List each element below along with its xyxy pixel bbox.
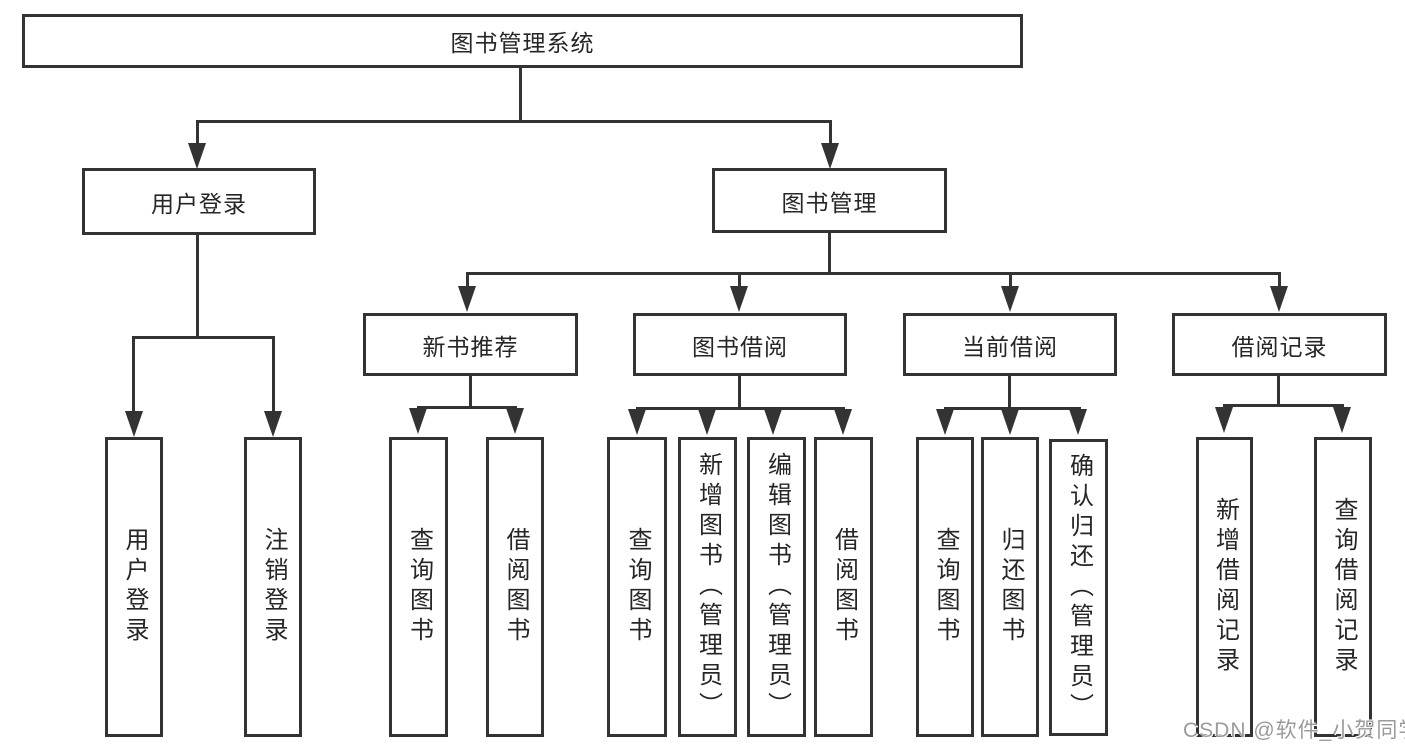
arrow-to-bb-borrow (834, 409, 852, 435)
arrow-to-login-leaf (125, 411, 143, 437)
node-book-borrow: 图书借阅 (633, 313, 847, 376)
connector-stem-user-login (196, 120, 199, 145)
leaf-br-query-record: 查询借阅记录 (1314, 437, 1372, 737)
leaf-cb-confirm-return-admin: 确认归还（管理员） (1049, 439, 1108, 736)
connector-cb-branch (944, 407, 1081, 410)
leaf-user-login: 用户登录 (105, 437, 163, 737)
connector-stem-logout-leaf (272, 336, 275, 412)
connector-stem-book-borrow (738, 272, 741, 288)
leaf-bb-borrow-books: 借阅图书 (814, 437, 873, 737)
node-current-borrow: 当前借阅 (903, 313, 1117, 376)
connector-level3-branch (466, 272, 1281, 275)
arrow-to-bb-edit (764, 409, 782, 435)
leaf-nbr-query-books: 查询图书 (389, 437, 448, 737)
connector-bb-branch (636, 407, 845, 410)
connector-stem-new-book-recommend (466, 272, 469, 288)
leaf-cb-return-books: 归还图书 (981, 437, 1039, 737)
arrow-to-borrow-records (1270, 286, 1288, 312)
connector-book-management-trunk (828, 231, 831, 275)
connector-user-login-branch (133, 336, 275, 339)
arrow-to-cb-return (1001, 409, 1019, 435)
arrow-to-cb-confirm (1069, 409, 1087, 435)
leaf-br-add-record: 新增借阅记录 (1196, 437, 1253, 737)
leaf-logout: 注销登录 (244, 437, 302, 737)
connector-user-login-trunk (196, 233, 199, 339)
arrow-to-bb-query (628, 409, 646, 435)
connector-level2-branch (196, 120, 832, 123)
leaf-bb-add-books-admin: 新增图书（管理员） (678, 437, 737, 737)
node-user-login: 用户登录 (82, 168, 316, 235)
connector-stem-book-management (829, 120, 832, 145)
arrow-to-book-borrow (730, 286, 748, 312)
node-root: 图书管理系统 (22, 14, 1023, 68)
leaf-cb-query-books: 查询图书 (916, 437, 974, 737)
leaf-bb-edit-books-admin: 编辑图书（管理员） (747, 437, 806, 737)
arrow-to-user-login (188, 143, 206, 169)
arrow-to-book-management (821, 143, 839, 169)
arrow-to-br-query (1333, 407, 1351, 433)
node-book-management: 图书管理 (712, 168, 947, 233)
arrow-to-nbr-borrow (506, 408, 524, 434)
node-new-book-recommend: 新书推荐 (363, 313, 578, 376)
connector-nbr-trunk (469, 374, 472, 409)
connector-stem-login-leaf (132, 336, 135, 412)
connector-bb-trunk (738, 374, 741, 410)
connector-stem-current-borrow (1009, 272, 1012, 288)
connector-stem-borrow-records (1278, 272, 1281, 288)
arrow-to-new-book-recommend (458, 286, 476, 312)
leaf-bb-query-books: 查询图书 (607, 437, 667, 737)
arrow-to-br-add (1215, 407, 1233, 433)
connector-nbr-branch (417, 406, 517, 409)
node-borrow-records: 借阅记录 (1172, 313, 1387, 376)
arrow-to-cb-query (936, 409, 954, 435)
connector-root-trunk (519, 66, 522, 123)
csdn-watermark: CSDN @软件_小贺同学 (1183, 719, 1405, 742)
arrow-to-bb-add (698, 409, 716, 435)
connector-br-trunk (1277, 374, 1280, 407)
arrow-to-current-borrow (1001, 286, 1019, 312)
connector-cb-trunk (1008, 374, 1011, 410)
leaf-nbr-borrow-books: 借阅图书 (486, 437, 544, 737)
arrow-to-nbr-query (409, 408, 427, 434)
connector-br-branch (1223, 404, 1344, 407)
arrow-to-logout-leaf (264, 411, 282, 437)
